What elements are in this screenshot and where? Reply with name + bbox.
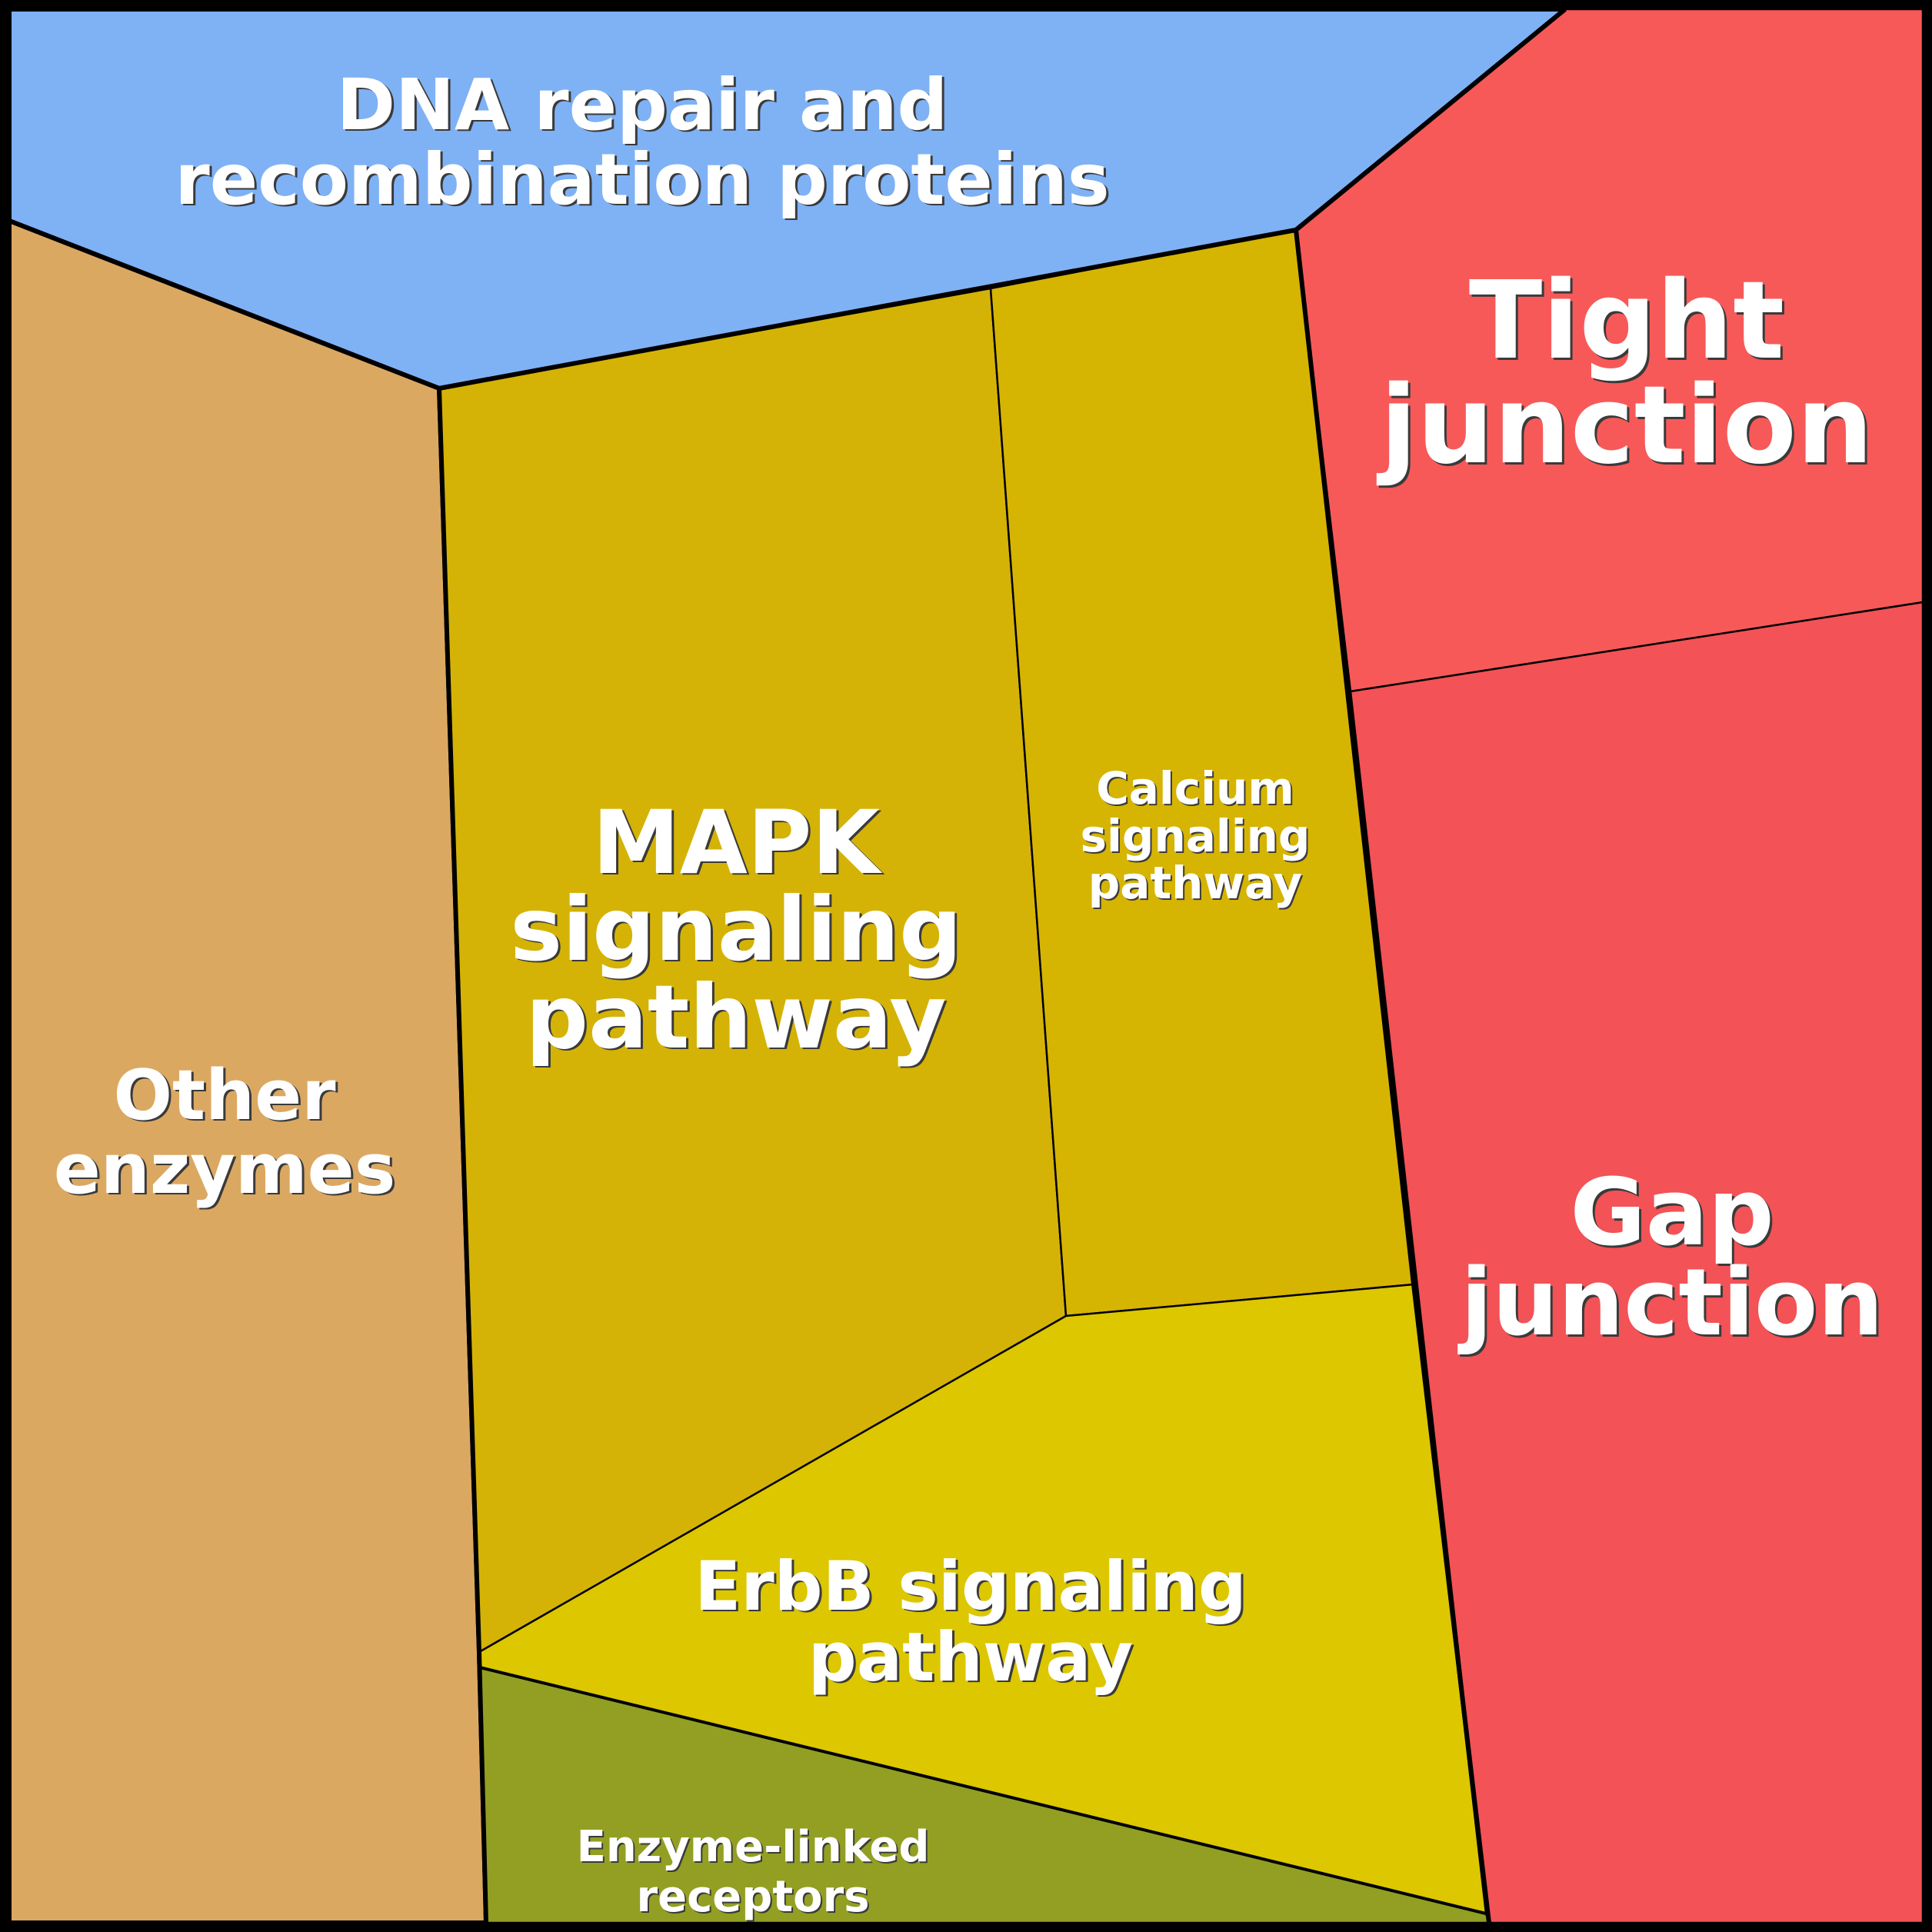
svg-text:Tight: Tight [1469, 258, 1784, 384]
label-line: Calcium [1096, 762, 1294, 814]
label-line: DNA repair and [337, 64, 948, 146]
svg-text:Enzyme-linked: Enzyme-linked [578, 1824, 931, 1874]
label-line: pathway [525, 966, 946, 1068]
label-line: junction [1457, 1250, 1884, 1357]
label-other-enzymes: Other enzymes Other enzymes [54, 1055, 398, 1211]
label-line: receptors [638, 1874, 871, 1924]
svg-text:Calcium: Calcium [1098, 764, 1296, 816]
label-line: Gap [1572, 1162, 1776, 1269]
boundary-enzyme-linked-top [479, 1666, 1487, 1915]
label-line: signaling [1082, 811, 1312, 864]
svg-text:pathway: pathway [528, 968, 948, 1070]
svg-text:pathway: pathway [525, 966, 946, 1068]
svg-text:ErbB signaling: ErbB signaling [695, 1547, 1247, 1626]
label-tight-junction: Tight junction Tight junction [1376, 258, 1875, 491]
boundary-junction-left [1294, 229, 1491, 1924]
label-line: pathway [811, 1619, 1135, 1698]
svg-text:DNA repair and: DNA repair and [337, 64, 948, 146]
label-line: pathway [1090, 858, 1304, 911]
svg-text:junction: junction [1457, 1250, 1884, 1357]
svg-text:pathway: pathway [1088, 857, 1302, 909]
label-line: Calcium [1098, 764, 1296, 816]
label-line: MAPK [595, 793, 884, 895]
label-line: DNA repair and [339, 65, 951, 148]
svg-text:DNA repair and: DNA repair and [339, 65, 951, 148]
svg-text:recombination proteins: recombination proteins [177, 140, 1111, 222]
svg-text:Other: Other [115, 1057, 338, 1138]
svg-text:junction: junction [1460, 1252, 1886, 1359]
svg-text:enzymes: enzymes [56, 1131, 398, 1211]
label-enzyme-linked: Enzyme-linked receptors Enzyme-linked re… [577, 1822, 931, 1924]
label-line: enzymes [56, 1131, 398, 1211]
svg-text:receptors: receptors [636, 1872, 869, 1922]
svg-text:Enzyme-linked: Enzyme-linked [577, 1822, 930, 1872]
svg-text:recombination proteins: recombination proteins [175, 138, 1109, 221]
label-mapk: MAPK signaling pathway MAPK signaling pa… [510, 791, 964, 1070]
label-line: junction [1378, 365, 1875, 491]
label-line: MAPK [592, 791, 882, 894]
label-dna-repair: DNA repair and recombination proteins DN… [175, 64, 1111, 222]
svg-text:signaling: signaling [1081, 810, 1311, 862]
svg-text:signaling: signaling [510, 878, 962, 981]
svg-text:enzymes: enzymes [54, 1129, 396, 1210]
label-line: signaling [1081, 810, 1311, 862]
svg-text:signaling: signaling [512, 880, 964, 982]
svg-text:receptors: receptors [638, 1874, 871, 1924]
label-line: Enzyme-linked [577, 1822, 930, 1872]
label-line: Other [115, 1057, 338, 1138]
svg-text:Gap: Gap [1570, 1160, 1774, 1267]
label-line: recombination proteins [177, 140, 1111, 222]
svg-text:Tight: Tight [1471, 261, 1787, 386]
svg-text:Other: Other [113, 1055, 336, 1136]
label-line: enzymes [54, 1129, 396, 1210]
svg-text:Gap: Gap [1572, 1162, 1776, 1269]
label-line: Gap [1570, 1160, 1774, 1267]
svg-text:junction: junction [1376, 363, 1873, 488]
label-line: ErbB signaling [695, 1547, 1247, 1626]
label-line: pathway [1088, 857, 1302, 909]
label-line: ErbB signaling [697, 1548, 1249, 1627]
label-line: signaling [512, 880, 964, 982]
label-calcium: Calcium signaling pathway Calcium signal… [1081, 762, 1312, 911]
label-line: Tight [1469, 258, 1784, 384]
label-line: Other [113, 1055, 336, 1136]
svg-text:junction: junction [1378, 365, 1875, 491]
svg-text:Calcium: Calcium [1096, 762, 1294, 814]
label-gap-junction: Gap junction Gap junction [1457, 1160, 1886, 1359]
label-line: recombination proteins [175, 138, 1109, 221]
label-line: Enzyme-linked [578, 1824, 931, 1874]
label-erbb: ErbB signaling pathway ErbB signaling pa… [695, 1547, 1249, 1698]
label-line: Tight [1471, 261, 1787, 386]
label-line: junction [1376, 363, 1873, 488]
svg-text:MAPK: MAPK [592, 791, 882, 894]
group-boundaries [8, 7, 1567, 1924]
boundary-other-right [437, 388, 488, 1924]
svg-text:pathway: pathway [1090, 858, 1304, 911]
label-line: receptors [636, 1872, 869, 1922]
label-line: signaling [510, 878, 962, 981]
svg-text:MAPK: MAPK [595, 793, 884, 895]
label-line: pathway [528, 968, 948, 1070]
svg-text:pathway: pathway [811, 1619, 1135, 1698]
svg-text:pathway: pathway [808, 1617, 1133, 1697]
boundary-dna-bottom [8, 7, 1567, 391]
label-line: pathway [808, 1617, 1133, 1697]
svg-text:ErbB signaling: ErbB signaling [697, 1548, 1249, 1627]
svg-text:signaling: signaling [1082, 811, 1312, 864]
label-line: junction [1460, 1252, 1886, 1359]
